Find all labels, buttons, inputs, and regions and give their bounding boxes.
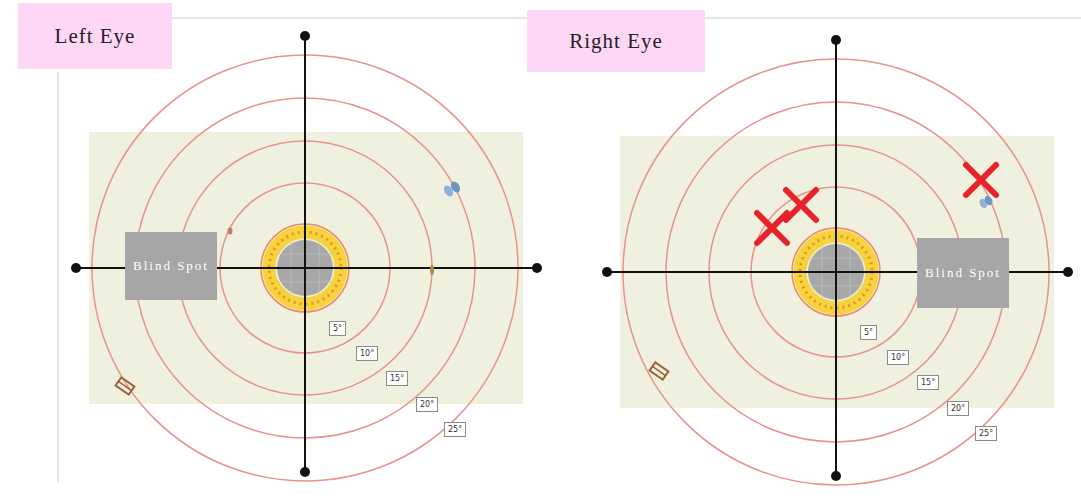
eye-label: Right Eye	[527, 10, 705, 72]
butterfly-icon	[978, 194, 994, 209]
eye-title: Left Eye	[55, 24, 136, 49]
defect-mark	[786, 190, 816, 220]
degree-text: 15°	[921, 378, 935, 387]
left-chart	[71, 31, 542, 481]
separator-line	[58, 72, 59, 482]
degree-label: 10°	[356, 346, 378, 361]
degree-text: 25°	[448, 425, 462, 434]
degree-text: 20°	[420, 400, 434, 409]
degree-label: 15°	[917, 375, 939, 390]
degree-text: 5°	[864, 328, 873, 337]
blind-spot-box: Blind Spot	[125, 232, 217, 300]
butterfly-icon	[442, 180, 462, 198]
degree-label: 25°	[444, 422, 466, 437]
bug-icon	[430, 265, 434, 275]
degree-text: 10°	[360, 349, 374, 358]
bug-icon	[228, 228, 233, 235]
degree-text: 10°	[891, 353, 905, 362]
eye-label: Left Eye	[18, 3, 172, 69]
degree-label: 15°	[386, 371, 408, 386]
degree-label: 10°	[887, 350, 909, 365]
bug-icon	[116, 377, 135, 394]
defect-mark	[757, 213, 787, 243]
right-chart	[602, 35, 1073, 485]
blind-spot-text: Blind Spot	[133, 256, 209, 276]
blind-spot-text: Blind Spot	[925, 263, 1001, 283]
degree-text: 25°	[979, 429, 993, 438]
degree-label: 25°	[975, 426, 997, 441]
degree-label: 5°	[860, 325, 877, 340]
bug-icon	[650, 362, 669, 379]
degree-text: 20°	[951, 404, 965, 413]
degree-text: 5°	[333, 324, 342, 333]
degree-label: 20°	[416, 397, 438, 412]
degree-label: 5°	[329, 321, 346, 336]
eye-title: Right Eye	[569, 29, 663, 54]
degree-label: 20°	[947, 401, 969, 416]
blind-spot-box: Blind Spot	[917, 238, 1009, 308]
degree-text: 15°	[390, 374, 404, 383]
defect-mark	[966, 165, 996, 195]
